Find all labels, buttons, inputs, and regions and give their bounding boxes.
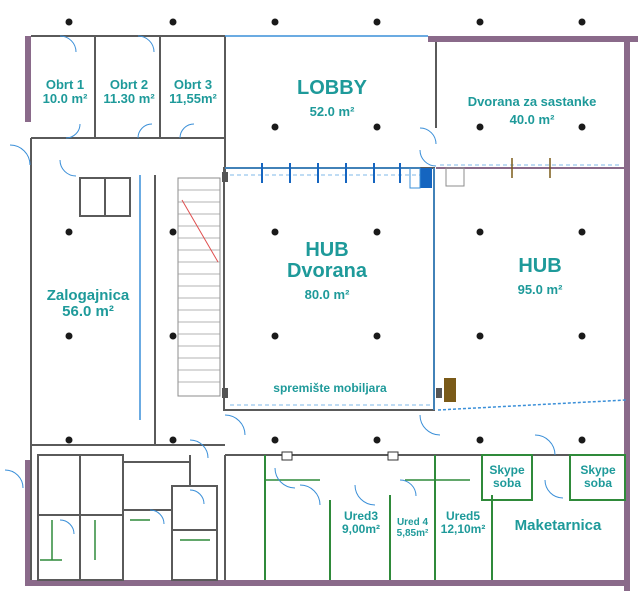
label-skype1: Skype soba [480, 464, 534, 489]
label-maketarnica: Maketarnica [494, 518, 622, 534]
lobby-area: 52.0 m² [309, 104, 355, 119]
ured5-area: 12,10m² [440, 521, 486, 536]
label-lobby: LOBBY 52.0 m² [262, 78, 402, 119]
hub-name: HUB [518, 255, 562, 277]
doors [4, 35, 564, 535]
glass-ticks [261, 163, 401, 183]
door-markers [281, 451, 399, 461]
dvorana-sastanke-name: Dvorana za sastanke [467, 94, 597, 109]
ured5-name: Ured5 [445, 509, 480, 523]
obrt1-area: 10.0 m² [42, 90, 88, 106]
maketarnica-name: Maketarnica [514, 517, 602, 534]
label-dvorana-sastanke: Dvorana za sastanke 40.0 m² [440, 95, 624, 126]
light-panel [409, 167, 421, 189]
gray-panel [445, 167, 465, 187]
skype2-line1: Skype [580, 463, 616, 477]
label-hub-dvorana: HUB Dvorana 80.0 m² [252, 240, 402, 302]
skype1-line1: Skype [489, 463, 525, 477]
hub-dvorana-name-line1: HUB [305, 239, 349, 261]
stairs [178, 189, 220, 383]
label-ured3: Ured3 9,00m² [330, 510, 392, 535]
label-obrt3: Obrt 3 11,55m² [161, 78, 225, 105]
obrt3-area: 11,55m² [169, 90, 217, 106]
hub-dvorana-name-line2: Dvorana [286, 260, 368, 282]
wood-ticks [511, 158, 551, 178]
label-ured4: Ured 4 5,85m² [390, 517, 435, 539]
label-ured5: Ured5 12,10m² [432, 510, 494, 535]
glass-walls [139, 35, 627, 420]
brown-panel [444, 378, 456, 402]
dvorana-sastanke-area: 40.0 m² [509, 111, 555, 127]
facade-strips [25, 36, 638, 591]
obrt2-area: 11.30 m² [103, 90, 155, 106]
obrt2-name: Obrt 2 [109, 77, 149, 92]
posts [222, 172, 442, 398]
partitions [40, 479, 470, 561]
spremiste-name: spremište mobiljara [273, 381, 387, 395]
zalogajnica-name: Zalogajnica [46, 287, 130, 304]
skype1-line2: soba [492, 475, 521, 490]
label-hub: HUB 95.0 m² [470, 256, 610, 297]
label-skype2: Skype soba [568, 464, 628, 489]
ured3-name: Ured3 [343, 509, 378, 523]
stair-arrow [181, 199, 219, 263]
blue-panel [420, 168, 432, 188]
label-obrt2: Obrt 2 11.30 m² [96, 78, 162, 105]
ured3-area: 9,00m² [341, 521, 381, 536]
label-spremiste: spremište mobiljara [240, 382, 420, 395]
label-obrt1: Obrt 1 10.0 m² [33, 78, 97, 105]
skype2-line2: soba [583, 475, 612, 490]
hub-dvorana-area: 80.0 m² [304, 287, 350, 302]
ured4-name: Ured 4 [396, 517, 429, 528]
ured4-area: 5,85m² [396, 527, 429, 539]
columns [65, 18, 586, 444]
label-zalogajnica: Zalogajnica 56.0 m² [33, 288, 143, 320]
zalogajnica-area: 56.0 m² [62, 302, 114, 320]
hub-area: 95.0 m² [517, 282, 563, 297]
lobby-name: LOBBY [297, 77, 367, 99]
obrt1-name: Obrt 1 [45, 77, 85, 92]
obrt3-name: Obrt 3 [173, 77, 213, 92]
